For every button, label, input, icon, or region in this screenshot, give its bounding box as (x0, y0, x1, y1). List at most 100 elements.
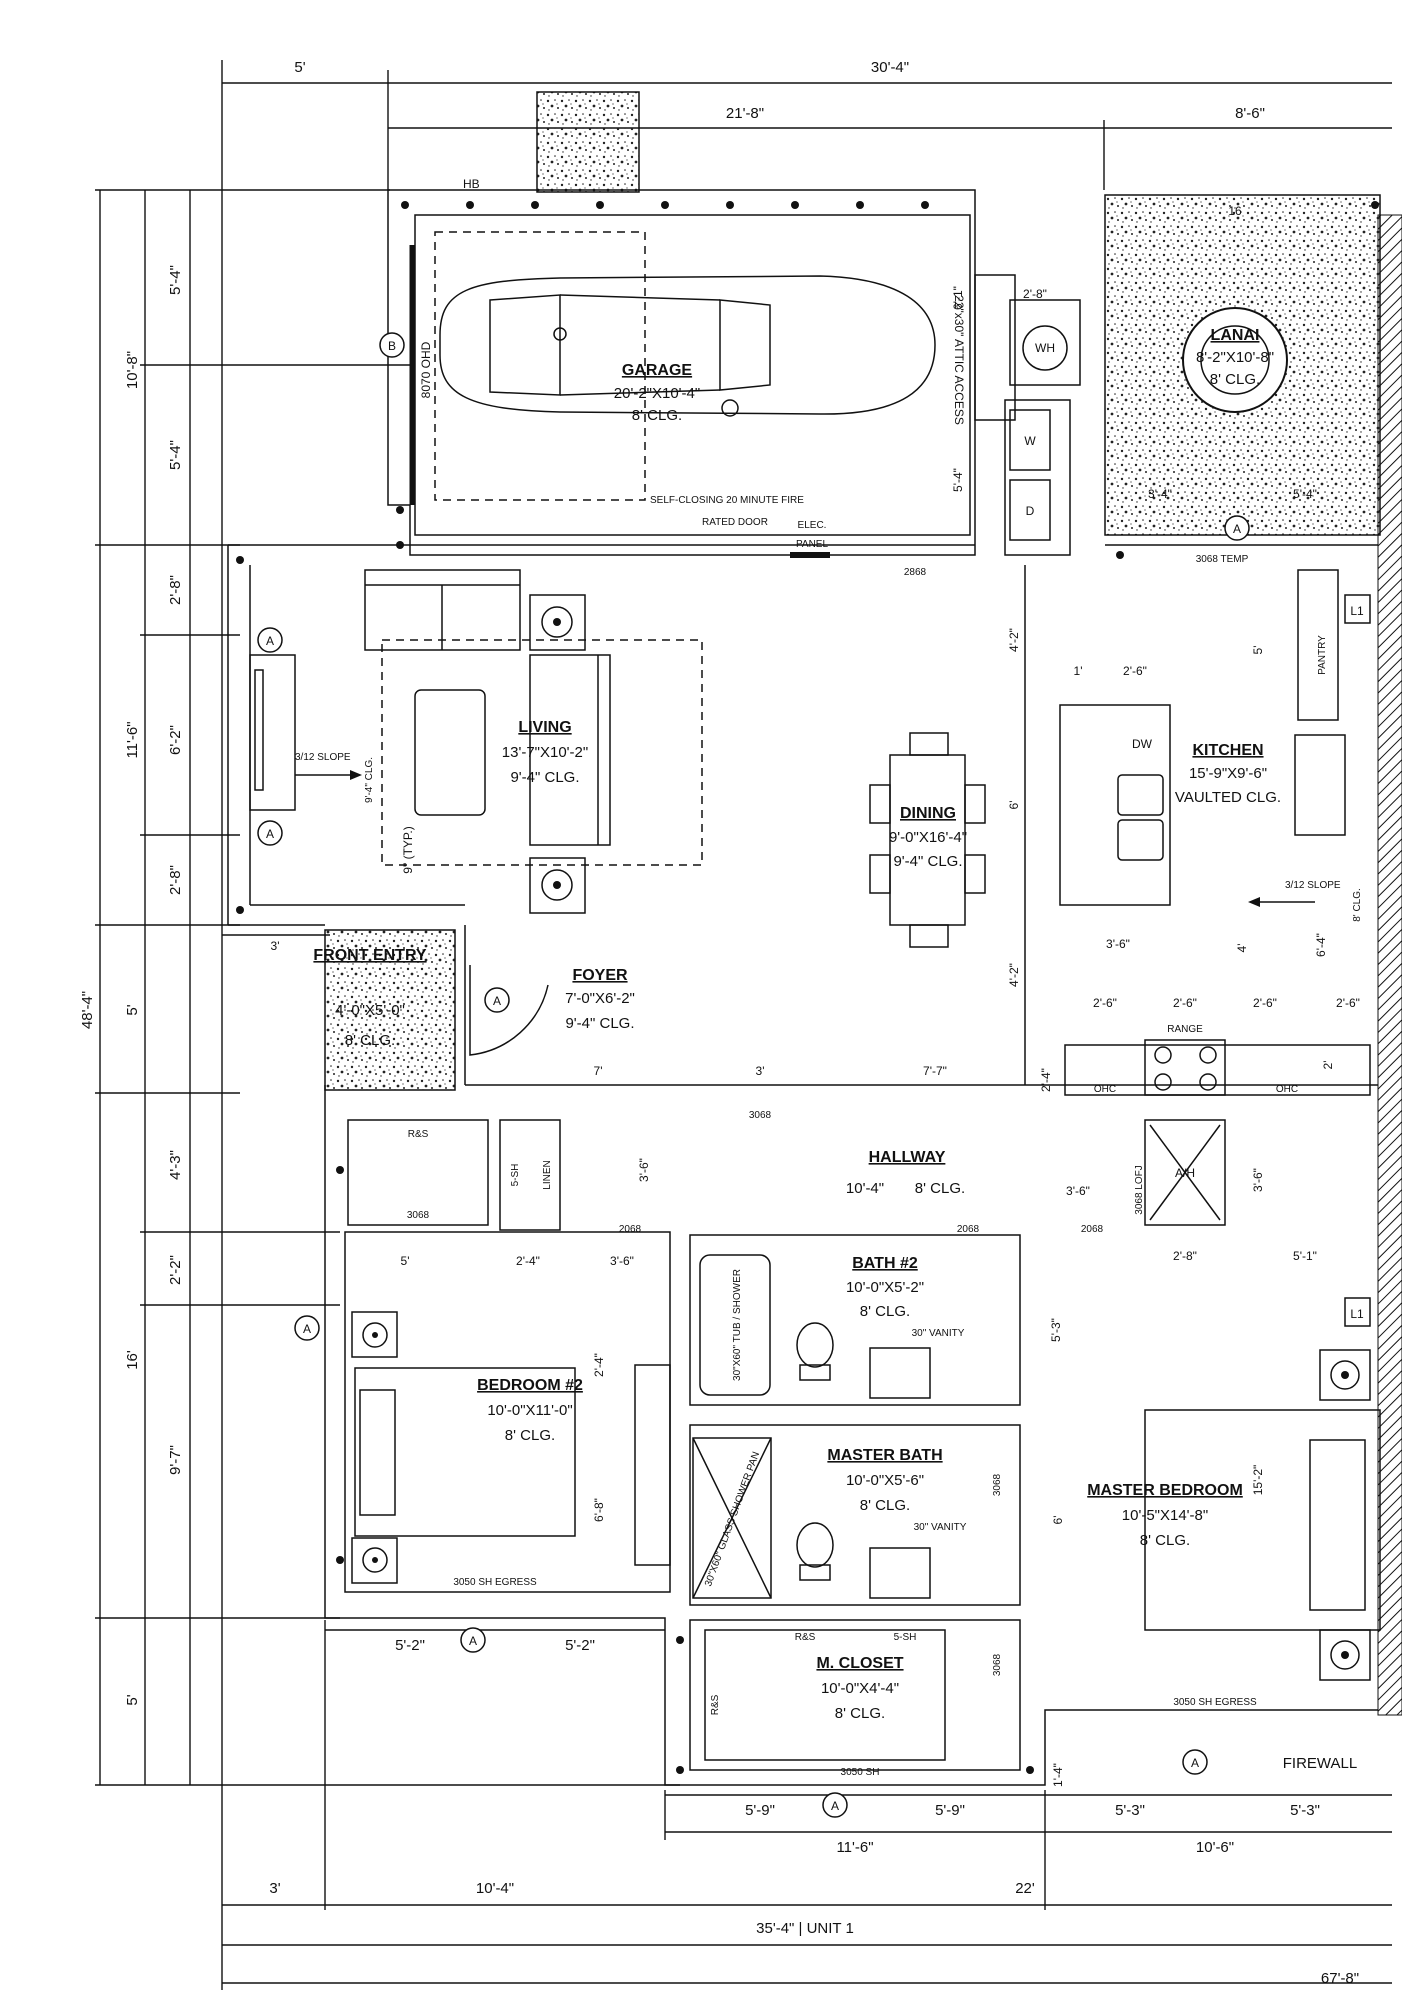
tag-a: A (257, 820, 283, 846)
tag-a: A (460, 1627, 486, 1653)
water-heater (1022, 325, 1068, 371)
lanai-name: LANAI (1211, 327, 1260, 344)
lanai-size: 8'-2"X10'-8" (1196, 349, 1274, 366)
dim-kit-4: 4' (1235, 944, 1249, 953)
five-sh-linen: 5-SH (510, 1164, 521, 1187)
temp-door-label: 3068 TEMP (1196, 554, 1249, 565)
dim-dining-4-2a: 4'-2" (1007, 628, 1021, 652)
fire-door-note: SELF-CLOSING 20 MINUTE FIRE (650, 495, 804, 506)
kitchen-size: 15'-9"X9'-6" (1189, 765, 1267, 782)
wall-post-markers (236, 201, 1379, 1774)
dim-mb-15-2: 15'-2" (1251, 1465, 1265, 1496)
dim-left-total: 48'-4" (79, 991, 96, 1029)
firewall-label: FIREWALL (1283, 1755, 1357, 1772)
dim-hall-3-6d: 3'-6" (1251, 1168, 1265, 1192)
range (1144, 1039, 1226, 1096)
dim-left-bed-a: 4'-3" (167, 1150, 184, 1180)
dim-left-living-a: 2'-8" (167, 575, 184, 605)
sink-icon (1117, 774, 1164, 861)
ah-closet (1144, 1119, 1226, 1226)
m-closet-size: 10'-0"X4'-4" (821, 1680, 899, 1697)
bedroom2-name: BEDROOM #2 (477, 1377, 583, 1394)
dim-bottom-k: 22' (1015, 1880, 1035, 1897)
dim-kit-3-6: 3'-6" (1106, 937, 1130, 951)
dim-foyer-3: 3' (756, 1064, 765, 1078)
shower (692, 1437, 772, 1599)
dim-kit-6-4: 6'-4" (1314, 933, 1328, 957)
dining-name: DINING (900, 805, 956, 822)
kitchen-name: KITCHEN (1192, 742, 1263, 759)
bath2-vanity-label: 30" VANITY (912, 1328, 965, 1339)
master-bath-clg: 8' CLG. (860, 1497, 910, 1514)
dim-left-garage-a: 5'-4" (167, 265, 184, 295)
dim-ah-2-8: 2'-8" (1173, 1249, 1197, 1263)
dim-kit-range-d: 2'-6" (1336, 996, 1360, 1010)
dim-left-living-total: 11'-6" (124, 721, 141, 758)
lamp-icon (529, 594, 586, 651)
loveseat-icon (529, 654, 611, 846)
dining-size: 9'-0"X16'-4" (889, 829, 967, 846)
dim-left-bed-total: 16' (124, 1350, 141, 1370)
living-size: 13'-7"X10'-2" (502, 744, 588, 761)
garage (387, 189, 1016, 556)
hall-closet (347, 1119, 489, 1226)
dim-hall-3-6a: 3'-6" (637, 1158, 651, 1182)
hallway-name: HALLWAY (869, 1149, 946, 1166)
dim-lanai-5-4: 5'-4" (1293, 487, 1317, 501)
dryer (1009, 479, 1051, 541)
refrigerator (1294, 734, 1346, 836)
dim-garage-5-4: 5'-4" (951, 468, 965, 492)
dining-table-icon (869, 732, 986, 948)
door-2068-right: 2068 (1081, 1224, 1104, 1235)
dim-kit-range-c: 2'-6" (1253, 996, 1277, 1010)
bath2-name: BATH #2 (852, 1255, 918, 1272)
living-name: LIVING (518, 719, 571, 736)
dim-bottom-unit: 35'-4" | UNIT 1 (756, 1920, 854, 1937)
range-label: RANGE (1167, 1024, 1203, 1035)
lofj-label: 3068 LOFJ (1134, 1165, 1145, 1214)
tag-l1-master (1344, 1297, 1371, 1327)
closet-walls (689, 1619, 1021, 1771)
shower-label: 30"X60" GLASS SHOWER PAN (703, 1450, 762, 1588)
dim-kit-2-6: 2'-6" (1123, 664, 1147, 678)
rs-label-closet-side: R&S (710, 1694, 721, 1715)
svg-text:A: A (303, 1322, 311, 1336)
door-3068-hall: 3068 (749, 1110, 772, 1121)
water-heater-closet (1009, 299, 1081, 386)
tub-label: 30"X60" TUB / SHOWER (732, 1269, 743, 1381)
dim-mb-6: 6' (1051, 1516, 1065, 1525)
kitchen-clg: VAULTED CLG. (1175, 789, 1281, 806)
dim-ah-5-1: 5'-1" (1293, 1249, 1317, 1263)
master-bedroom-name: MASTER BEDROOM (1087, 1482, 1243, 1499)
master-bath-size: 10'-0"X5'-6" (846, 1472, 924, 1489)
bedroom2-egress: 3050 SH EGRESS (453, 1577, 537, 1588)
l1-label-master: L1 (1350, 1307, 1364, 1321)
living-slope-label: 3/12 SLOPE (295, 752, 351, 763)
dim-kit-range-b: 2'-6" (1173, 996, 1197, 1010)
door-3068-closet-m: 3068 (992, 1653, 1003, 1676)
svg-text:A: A (266, 827, 274, 841)
dim-left-living-b: 6'-2" (167, 725, 184, 755)
svg-text:A: A (1191, 1756, 1199, 1770)
dining-clg: 9'-4" CLG. (893, 853, 962, 870)
bed-icon (1144, 1409, 1381, 1631)
toilet-icon (796, 1522, 834, 1581)
dim-kit-2: 2' (1321, 1061, 1335, 1070)
master-bath-name: MASTER BATH (827, 1447, 942, 1464)
dim-bottom-overall: 67'-8" (1321, 1970, 1359, 1987)
bathtub (699, 1254, 771, 1396)
front-entry-clg: 8' CLG. (345, 1032, 395, 1049)
master-bath-walls (689, 1424, 1021, 1606)
dimension-lines (95, 60, 1392, 1990)
kitchen-slope-label: 3/12 SLOPE (1285, 880, 1341, 891)
lanai-table (1182, 307, 1288, 413)
driveway-pad (536, 91, 640, 193)
dim-bottom-e: 5'-3" (1115, 1802, 1145, 1819)
lamp-icon (529, 857, 586, 914)
dim-bed-2-4: 2'-4" (516, 1254, 540, 1268)
dim-hall-3-6b: 3'-6" (1066, 1184, 1090, 1198)
dim-kit-1: 1' (1074, 664, 1083, 678)
tag-b: B (379, 332, 405, 358)
dim-bottom-g: 11'-6" (836, 1839, 873, 1856)
dim-entry-3: 3' (271, 939, 280, 953)
